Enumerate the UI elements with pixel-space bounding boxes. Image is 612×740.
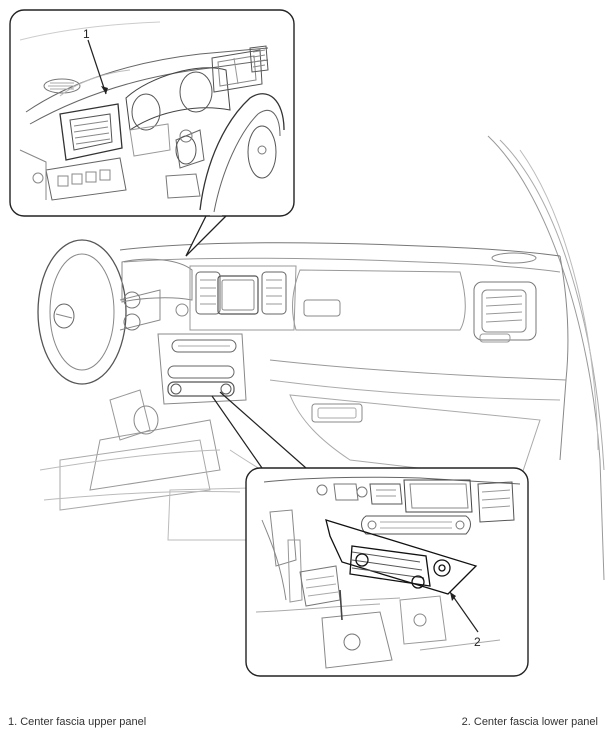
upper-inset-frame: [9, 9, 295, 217]
caption-center-fascia-lower-panel: 2. Center fascia lower panel: [461, 716, 598, 728]
main-dashboard-drawing: [37, 135, 605, 581]
callout-2-leader: [449, 591, 479, 633]
callout-1-label: 1: [83, 27, 90, 41]
lower-inset: 2: [245, 467, 529, 677]
upper-inset: 1: [9, 9, 295, 257]
callout-2-label: 2: [474, 635, 481, 649]
callout-1-leader: [87, 39, 107, 95]
lower-inset-connector-a: [211, 395, 263, 469]
caption-center-fascia-upper-panel: 1. Center fascia upper panel: [8, 716, 147, 728]
center-fascia-lower-panel: [325, 519, 478, 595]
lower-inset-frame: [245, 467, 529, 677]
lower-inset-connector-b: [219, 391, 307, 469]
